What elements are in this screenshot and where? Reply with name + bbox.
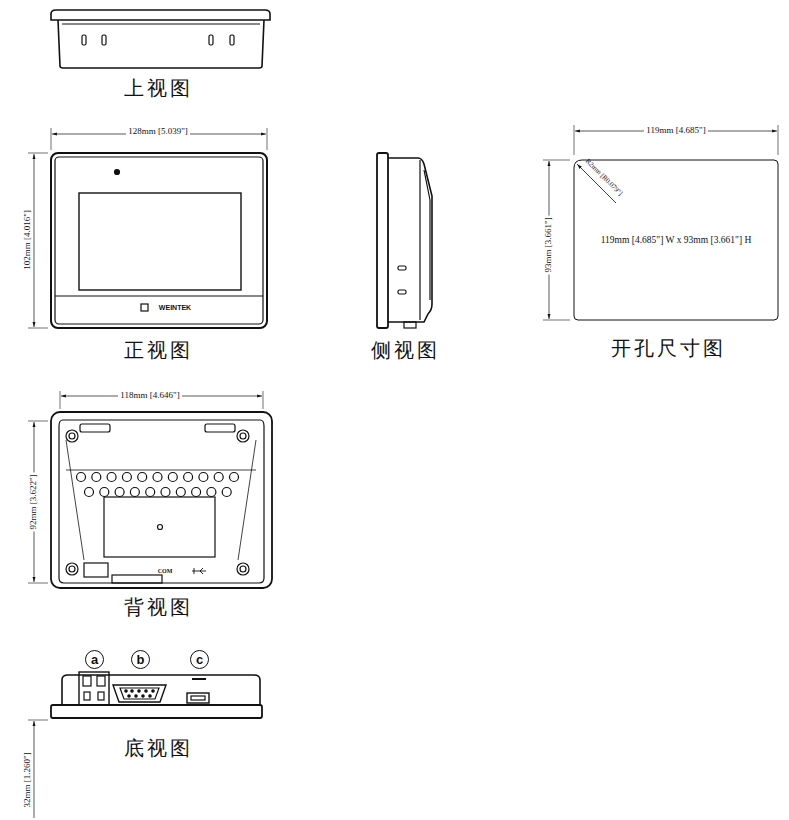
vent-hole	[176, 488, 185, 497]
brand-logo: WEINTEK	[159, 304, 191, 312]
callout-letter: c	[190, 650, 209, 669]
vent-hole	[153, 473, 162, 482]
vent-hole	[207, 488, 216, 497]
cutout-outline: 119mm [4.685"] W x 93mm [3.661"] H	[574, 160, 778, 320]
vent-hole	[122, 473, 131, 482]
callout-text: b	[137, 652, 145, 667]
vent-hole	[100, 488, 109, 497]
vent-hole	[92, 473, 101, 482]
view-title: 底视图	[124, 737, 193, 759]
view-title: 正视图	[124, 339, 193, 361]
callout-text: a	[91, 652, 98, 667]
dimension-text: 128mm [5.039"]	[126, 127, 190, 137]
vent-hole	[77, 473, 86, 482]
view-title: 背视图	[124, 596, 193, 618]
vent-hole	[168, 473, 177, 482]
vent-hole	[161, 488, 170, 497]
view-title: 上视图	[124, 77, 193, 99]
view-title: 开孔尺寸图	[611, 337, 726, 359]
dimension-text: 32mm [1.260"]	[23, 750, 33, 809]
dimension-text: 119mm [4.685"]	[644, 126, 707, 136]
vent-hole	[184, 473, 193, 482]
dimension-text: 93mm [3.661"]	[544, 215, 554, 274]
callout-letter: a	[85, 650, 104, 669]
dimension-text: 102mm [4.016"]	[23, 208, 33, 272]
vent-hole	[107, 473, 116, 482]
vent-hole	[192, 488, 201, 497]
vent-hole	[130, 488, 139, 497]
vent-hole	[138, 473, 147, 482]
cutout-size-text: 119mm [4.685"] W x 93mm [3.661"] H	[601, 235, 752, 245]
vent-hole	[222, 488, 231, 497]
port-label: COM	[158, 568, 173, 575]
dimension-text: 118mm [4.646"]	[118, 391, 181, 401]
vent-hole	[199, 473, 208, 482]
vent-hole	[230, 473, 239, 482]
dimension-text: 92mm [3.622"]	[29, 472, 39, 531]
radius-text: R2mm [R0.079"]	[583, 158, 623, 198]
callout-letter: b	[131, 650, 150, 669]
vent-hole	[85, 488, 94, 497]
vent-hole	[115, 488, 124, 497]
vent-hole	[146, 488, 155, 497]
view-title: 侧视图	[371, 339, 440, 361]
vent-hole	[214, 473, 223, 482]
callout-text: c	[196, 652, 203, 667]
